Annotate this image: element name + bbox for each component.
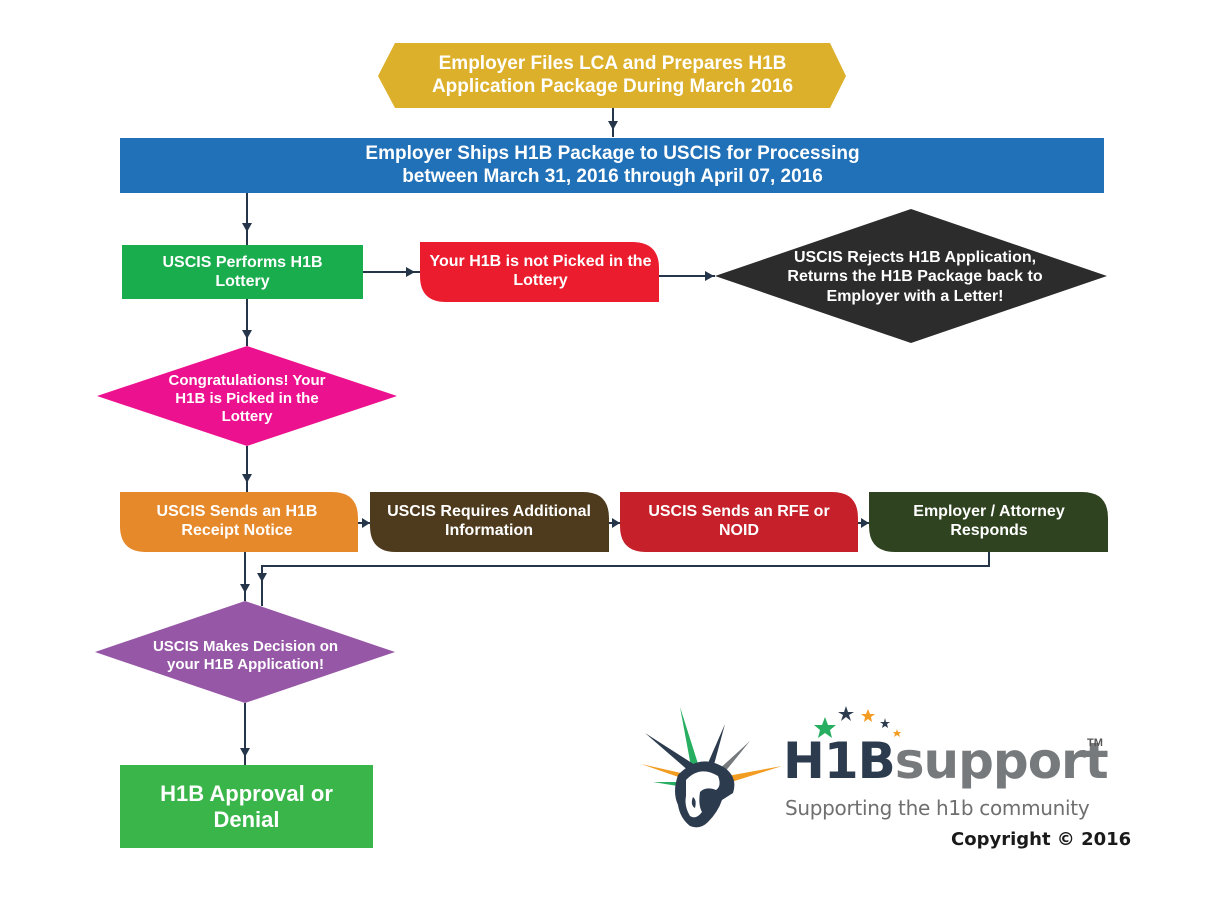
node-responds: Employer / Attorney Responds <box>913 502 1065 539</box>
edge-rfe-to-responds-arrow <box>861 518 869 528</box>
edge-picked-to-receipt-arrow <box>242 474 252 483</box>
node-requires-info: USCIS Requires Additional Information <box>387 502 591 539</box>
node-rejects-shape <box>715 209 1107 343</box>
node-picked: Congratulations! Your H1B is Picked in t… <box>168 372 326 425</box>
node-rejects: USCIS Rejects H1B Application, Returns t… <box>787 249 1043 305</box>
liberty-head-icon <box>641 707 782 828</box>
node-not-picked: Your H1B is not Picked in the Lottery <box>429 252 652 289</box>
trademark-symbol: TM <box>1087 737 1103 749</box>
node-requires-info-shape <box>370 492 609 552</box>
node-responds-shape <box>869 492 1108 552</box>
node-not-picked-shape <box>420 242 659 302</box>
star-icon <box>880 718 890 728</box>
edge-receipt-to-decision-arrow <box>240 584 250 593</box>
node-receipt-shape <box>120 492 358 552</box>
star-icon <box>861 709 875 722</box>
edge-ship-to-lottery-arrow <box>242 223 252 232</box>
node-ship: Employer Ships H1B Package to USCIS for … <box>365 143 860 187</box>
node-decision: USCIS Makes Decision on your H1B Applica… <box>152 638 339 673</box>
edge-decision-to-result-arrow <box>240 748 250 757</box>
edge-not-picked-to-rejects-arrow <box>705 271 714 281</box>
node-result-shape <box>120 765 373 848</box>
connectors <box>240 108 990 765</box>
logo-brand-light: support <box>894 732 1109 790</box>
node-lottery-shape <box>122 245 363 299</box>
node-picked-shape <box>97 346 397 446</box>
logo-wordmark: H1Bsupport <box>783 736 1109 786</box>
star-icon <box>838 706 854 721</box>
node-decision-shape <box>95 601 395 703</box>
node-lottery: USCIS Performs H1B Lottery <box>162 253 323 290</box>
edge-requires-to-rfe-arrow <box>612 518 620 528</box>
edge-receipt-to-requires-arrow <box>362 518 370 528</box>
edge-lottery-to-not-picked-arrow <box>406 267 415 277</box>
logo-tagline: Supporting the h1b community <box>785 796 1090 820</box>
star-icon <box>814 717 836 738</box>
node-start: Employer Files LCA and Prepares H1B Appl… <box>431 53 794 97</box>
node-rfe: USCIS Sends an RFE or NOID <box>648 502 830 539</box>
edge-start-to-ship-arrow <box>608 121 618 130</box>
node-receipt: USCIS Sends an H1B Receipt Notice <box>156 502 318 539</box>
node-start-shape <box>378 43 846 108</box>
edge-lottery-to-picked-arrow <box>242 330 252 339</box>
star-icon <box>893 729 901 737</box>
copyright-notice: Copyright © 2016 <box>951 829 1132 850</box>
node-ship-shape <box>120 138 1104 193</box>
edge-responds-to-decision <box>261 552 990 606</box>
node-rfe-shape <box>620 492 858 552</box>
logo-stars <box>814 706 901 738</box>
node-result: H1B Approval or Denial <box>160 780 333 832</box>
edge-responds-to-decision-arrow <box>257 573 267 582</box>
logo-brand-dark: H1B <box>783 732 896 790</box>
